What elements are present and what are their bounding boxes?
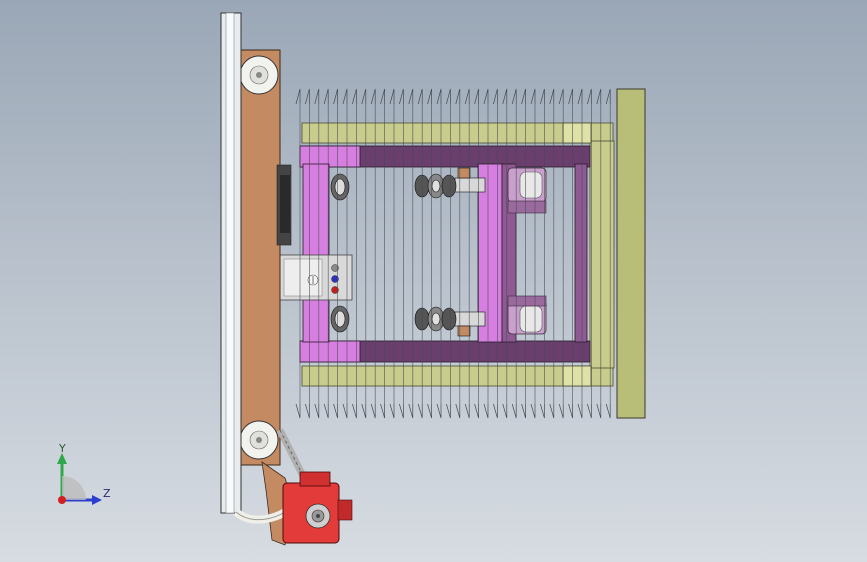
guide-wheel-lower <box>330 305 350 333</box>
carriage-wheel-bottom <box>239 420 279 460</box>
end-plate <box>616 88 646 419</box>
gear-motor <box>282 471 353 544</box>
roller-upper <box>414 167 486 199</box>
indicator-light <box>331 275 339 283</box>
y-axis-label: Y <box>58 442 66 455</box>
control-box <box>279 254 353 301</box>
indicator-light <box>331 286 339 294</box>
coordinate-triad: Y Z <box>57 442 111 505</box>
bracket-upper <box>507 167 547 214</box>
roller-lower <box>414 306 486 337</box>
control-box-indicators <box>331 264 339 294</box>
z-axis-label: Z <box>103 487 111 500</box>
bellows-fins <box>295 88 611 419</box>
bracket-lower <box>507 295 547 335</box>
carriage-plate <box>240 49 292 466</box>
indicator-light <box>331 264 339 272</box>
linear-rail <box>220 12 242 514</box>
guide-wheel-upper <box>330 173 350 201</box>
carriage-wheel-top <box>239 55 279 95</box>
